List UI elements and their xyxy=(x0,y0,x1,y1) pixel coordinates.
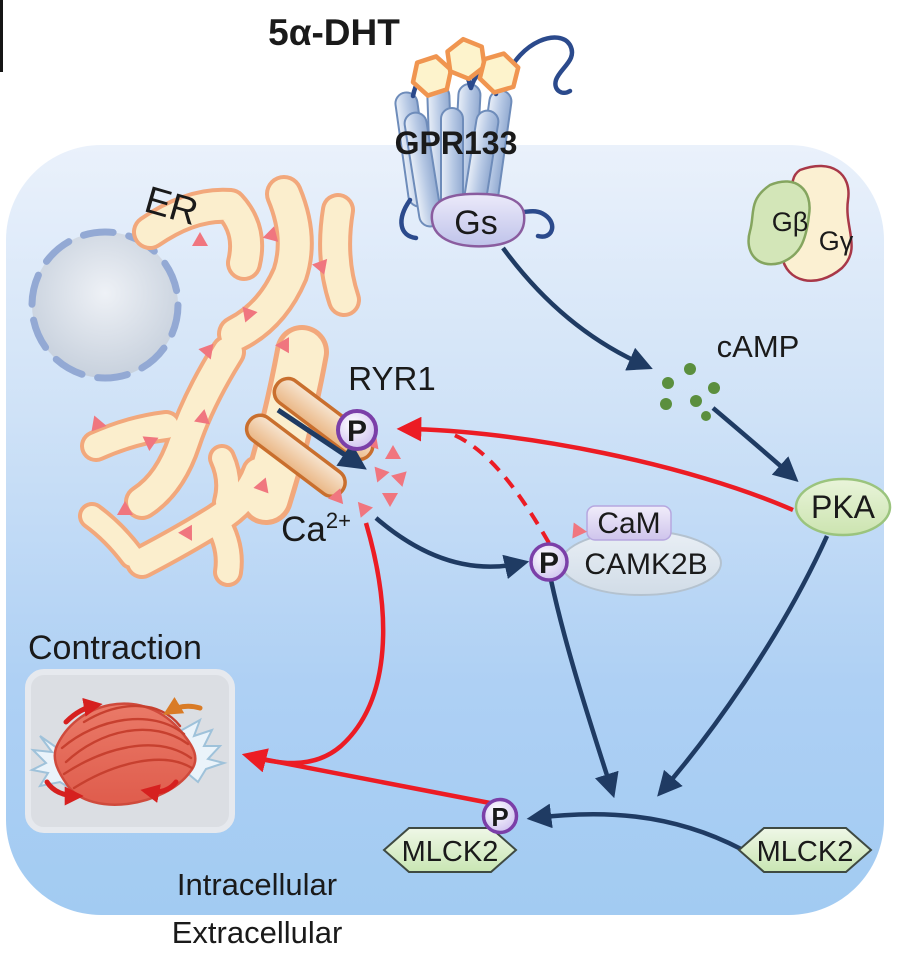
ligand-label: 5α-DHT xyxy=(268,12,400,53)
pka-node: PKA xyxy=(794,477,892,537)
gs-label: Gs xyxy=(454,204,497,242)
arrow-pka-to-mlck2 xyxy=(657,535,830,797)
arrow-gs-to-camp xyxy=(501,246,653,371)
arrow-camk2b-to-mlck2 xyxy=(548,579,619,799)
endoplasmic-reticulum xyxy=(78,175,361,587)
pka-label: PKA xyxy=(811,489,876,525)
gs-protein-node: Gs xyxy=(430,192,526,248)
arrow-camp-to-pka xyxy=(711,406,799,482)
contraction-arrow-top-right xyxy=(163,697,203,715)
g-gamma-label: Gγ xyxy=(819,226,854,256)
ryr1-label: RYR1 xyxy=(348,360,435,397)
mlck2-inactive-label: MLCK2 xyxy=(757,836,854,868)
dht-ligand-icon xyxy=(410,36,521,98)
gpr133-receptor xyxy=(394,35,575,241)
g-beta-shape xyxy=(747,180,811,266)
calcium-ions-in-er xyxy=(91,226,328,541)
calcium-ion-at-cam xyxy=(572,522,587,539)
nucleus xyxy=(28,228,182,382)
cam-label: CaM xyxy=(597,507,660,540)
contraction-label: Contraction xyxy=(28,629,202,667)
arrow-pka-to-ryr1-phospho xyxy=(396,416,794,513)
mlck2-active-label: MLCK2 xyxy=(402,836,499,868)
arrow-calcium-to-contraction xyxy=(241,522,386,773)
g-beta-label: Gβ xyxy=(772,207,809,237)
phospho-badge-mlck2: P xyxy=(481,797,519,835)
extracellular-label: Extracellular xyxy=(172,915,343,950)
g-beta-gamma-complex: Gβ Gγ xyxy=(747,164,854,283)
cam-node xyxy=(586,505,672,541)
arrow-calcium-release-through-ryr1 xyxy=(276,407,367,470)
intracellular-label: Intracellular xyxy=(177,867,337,902)
phospho-letter: P xyxy=(347,415,367,448)
camp-label: cAMP xyxy=(717,329,800,364)
phospho-letter: P xyxy=(491,802,508,832)
phospho-badge-ryr1: P xyxy=(336,409,378,451)
mlck2-active-node: MLCK2 xyxy=(382,827,518,873)
camk2b-label: CAMK2B xyxy=(584,548,707,581)
contraction-arrow-bottom-left xyxy=(44,779,84,806)
receptor-label: GPR133 xyxy=(395,125,518,161)
contraction-arrow-top-left xyxy=(63,697,103,725)
contraction-arrow-bottom-right xyxy=(140,779,179,803)
camp-molecules xyxy=(660,363,720,421)
phospho-letter: P xyxy=(539,547,559,580)
camk2b-node: CaM CAMK2B xyxy=(560,505,722,596)
muscle-contraction-illustration xyxy=(25,669,235,833)
figure-crop-mark xyxy=(0,0,3,72)
calcium-label: Ca2+ xyxy=(281,508,351,549)
arrow-camk2b-to-ryr1-phospho-dashed xyxy=(448,431,551,545)
phospho-badge-camk2b: P xyxy=(529,542,569,582)
mlck2-inactive-node: MLCK2 xyxy=(737,827,873,873)
arrow-mlck2-to-mlck2-phospho xyxy=(526,803,743,851)
arrow-calcium-to-camk2b xyxy=(374,516,530,579)
